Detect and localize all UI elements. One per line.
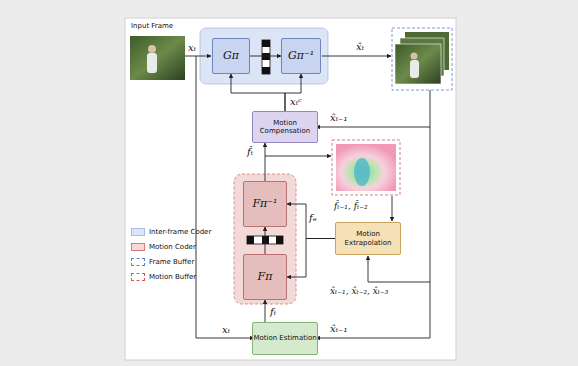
bottleneck-symbol	[262, 40, 270, 74]
connector-arrow	[250, 56, 281, 57]
process-box: Motion Extrapolation	[335, 222, 401, 255]
legend-text: Frame Buffer	[149, 258, 194, 266]
signal-label: xₜᶜ	[290, 96, 302, 107]
signal-label: x̂ₜ₋₁, x̂ₜ₋₂, x̂ₜ₋₃	[330, 287, 388, 297]
signal-label: x̂ₜ₋₁	[330, 323, 347, 334]
node-text: Gπ	[223, 50, 239, 63]
connector-arrow	[285, 74, 301, 111]
paper-panel	[125, 18, 456, 360]
signal-label: xₜ	[222, 324, 230, 335]
process-box: Motion Compensation	[252, 111, 318, 143]
connector-arrow	[265, 300, 266, 322]
input-frame-image	[130, 36, 185, 80]
legend-text: Inter-frame Coder	[149, 228, 211, 236]
legend-text: Motion Buffer	[149, 273, 196, 281]
encoder-box: Gπ	[212, 38, 250, 74]
legend-row: Motion Buffer	[131, 273, 196, 281]
decoder-box: Fπ⁻¹	[243, 181, 287, 227]
motion-coder-region	[234, 174, 296, 304]
legend-row: Frame Buffer	[131, 258, 194, 266]
signal-wires	[185, 56, 430, 338]
legend-row: Inter-frame Coder	[131, 228, 211, 236]
node-text: Motion Extrapolation	[336, 230, 400, 246]
inter-frame-coder-region	[200, 28, 328, 84]
signal-label: fₑ	[309, 212, 317, 223]
legend-swatch	[131, 228, 145, 236]
legend-swatch	[131, 243, 145, 251]
node-text: Gπ⁻¹	[288, 50, 314, 63]
flow-image	[332, 140, 400, 195]
node-text: Motion Estimation	[253, 334, 316, 342]
encoder-box: Fπ	[243, 254, 287, 300]
signal-label: xₜ	[188, 42, 196, 53]
output-frame-stack	[392, 28, 452, 90]
signal-label: f̂ₜ	[247, 146, 253, 157]
process-box: Motion Estimation	[252, 322, 318, 355]
signal-label: x̂ₜ₋₁	[330, 112, 347, 123]
signal-label: x̂ₜ	[356, 41, 364, 52]
node-text: Fπ	[258, 271, 273, 284]
image-label: Input Frame	[131, 23, 173, 31]
legend-swatch	[131, 258, 145, 266]
node-text: Motion Compensation	[253, 119, 317, 135]
node-text: Fπ⁻¹	[252, 198, 277, 211]
signal-label: fₜ	[270, 306, 276, 317]
connector-arrow	[265, 227, 266, 254]
connector-arrow	[231, 74, 285, 111]
legend-swatch	[131, 273, 145, 281]
connector-arrow	[265, 143, 266, 181]
decoder-box: Gπ⁻¹	[281, 38, 321, 74]
connector-arrow	[287, 204, 335, 239]
legend-row: Motion Coder	[131, 243, 196, 251]
connector-arrow	[287, 239, 335, 278]
legend-text: Motion Coder	[149, 243, 196, 251]
signal-label: f̂ₜ₋₁, f̂ₜ₋₂	[334, 202, 368, 212]
